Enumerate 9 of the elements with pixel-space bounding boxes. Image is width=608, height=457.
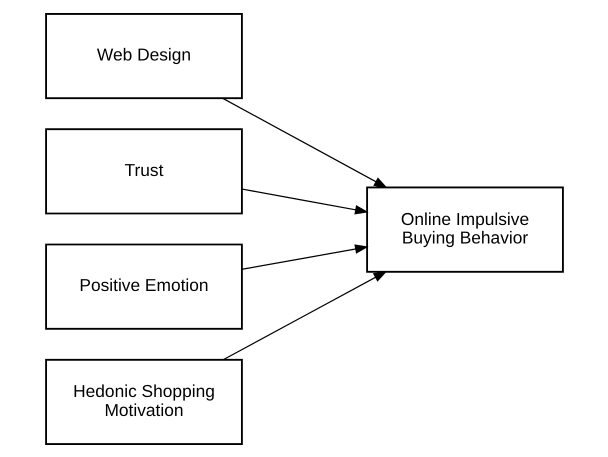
- node-box: Trust: [44, 128, 242, 214]
- arrow: [222, 270, 387, 360]
- node-box: Positive Emotion: [44, 243, 242, 330]
- arrow: [222, 97, 388, 188]
- arrow: [242, 244, 368, 270]
- node-box: Hedonic Shopping Motivation: [44, 358, 242, 444]
- arrow: [242, 188, 368, 214]
- node-box: Online Impulsive Buying Behavior: [366, 186, 564, 272]
- node-box: Web Design: [44, 12, 242, 99]
